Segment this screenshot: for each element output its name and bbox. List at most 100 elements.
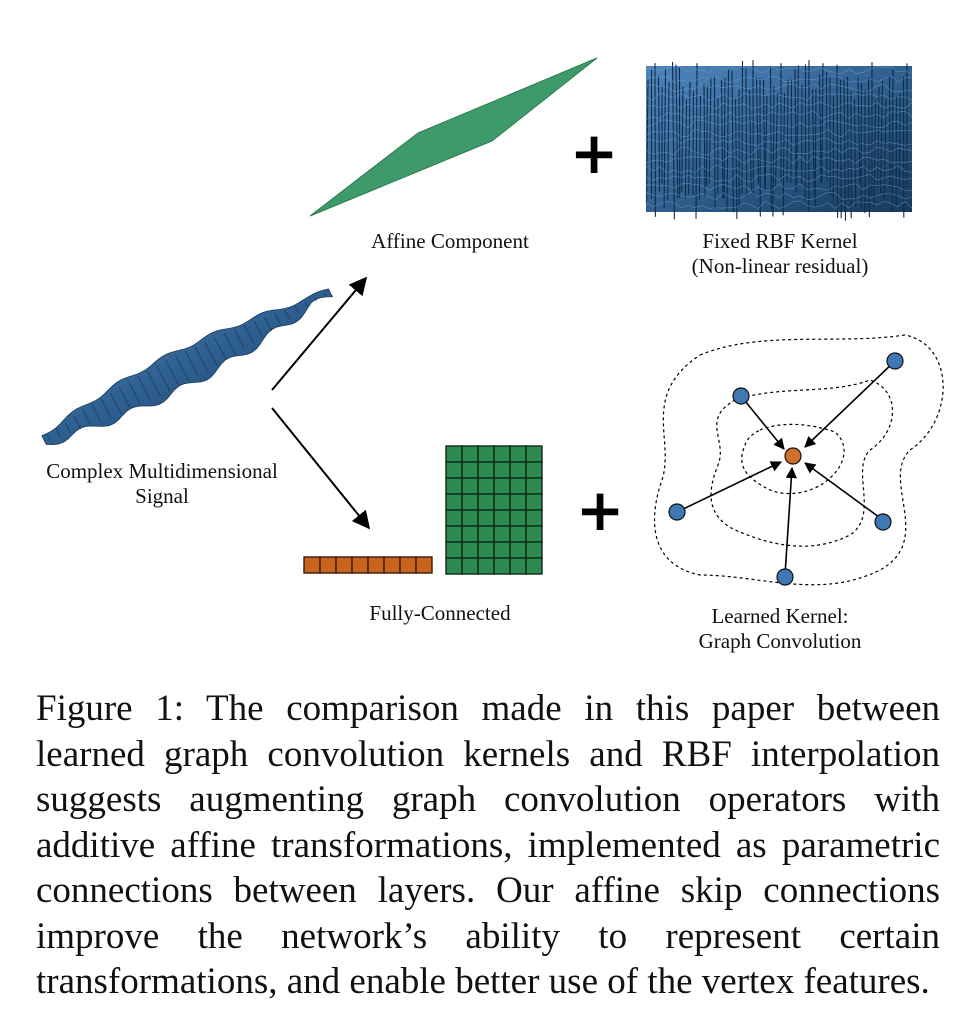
rbf-spike (713, 76, 716, 209)
rbf-spike (843, 78, 847, 221)
rbf-spike (695, 63, 698, 219)
signal-ridge (175, 355, 190, 382)
rbf-spike (667, 82, 670, 201)
label-signal: Complex Multidimensional Signal (20, 459, 304, 509)
label-rbf-line1: Fixed RBF Kernel (702, 229, 858, 253)
rbf-spike (726, 69, 730, 212)
rbf-spike (891, 69, 894, 212)
rbf-spike (795, 65, 800, 187)
label-affine: Affine Component (330, 229, 570, 254)
label-signal-line1: Complex Multidimensional (46, 459, 278, 483)
rbf-spike (720, 79, 724, 199)
rbf-ripple (645, 101, 913, 110)
affine-plane (309, 57, 598, 217)
rbf-ripple (645, 83, 913, 93)
matrix-cell (477, 493, 495, 511)
rbf-spike (769, 66, 772, 210)
signal-ridge (73, 416, 82, 430)
rbf-ripple (645, 173, 913, 183)
rbf-ripple (645, 75, 913, 84)
matrix-cell (525, 557, 543, 575)
rbf-spike (703, 84, 706, 197)
signal-ridge (314, 297, 317, 302)
signal-surface (41, 288, 334, 446)
matrix-cell (461, 541, 479, 559)
rbf-spike (818, 74, 822, 184)
rbf-spike (775, 93, 779, 188)
rbf-spike (836, 64, 839, 218)
rbf-ripple (645, 200, 913, 210)
rbf-spike (663, 69, 667, 209)
signal-ridge (91, 404, 102, 422)
rbf-spike (748, 89, 752, 192)
signal-ridge (284, 309, 290, 320)
bias-cell (415, 556, 433, 574)
signal-ridge (146, 370, 161, 396)
rbf-spike (873, 99, 877, 208)
matrix-cell (525, 541, 543, 559)
rbf-ripple (645, 138, 913, 146)
signal-ridge (165, 360, 180, 387)
rbf-spike (898, 93, 901, 188)
rbf-spike (853, 99, 857, 207)
rbf-ripple (645, 65, 913, 75)
matrix-cell (509, 477, 527, 495)
rbf-spike (857, 77, 861, 184)
rbf-spike (645, 79, 649, 204)
label-affine-line1: Affine Component (371, 229, 529, 253)
matrix-cell (461, 525, 479, 543)
edge-top-left (740, 395, 785, 450)
rbf-spike (708, 77, 712, 184)
matrix-cell (525, 477, 543, 495)
matrix-cell (445, 445, 463, 463)
graph-node-top-right (886, 352, 904, 370)
matrix-cell (525, 525, 543, 543)
graph-convolution (653, 334, 944, 586)
matrix-cell (509, 509, 527, 527)
rbf-spike (846, 76, 849, 201)
graph-node-top-left (732, 387, 750, 405)
rbf-ripple (645, 146, 913, 156)
label-learned-line1: Learned Kernel: (711, 604, 849, 628)
bias-cell (383, 556, 401, 574)
rbf-spike (880, 81, 884, 194)
rbf-spike (688, 81, 691, 194)
matrix-cell (445, 461, 463, 479)
signal-ridge (304, 301, 308, 307)
matrix-cell (493, 509, 511, 527)
rbf-spike (790, 79, 793, 183)
edge-left (676, 461, 783, 513)
matrix-cell (509, 493, 527, 511)
label-fully-connected: Fully-Connected (320, 601, 560, 626)
matrix-cell (461, 477, 479, 495)
matrix-cell (477, 445, 495, 463)
signal-ridge (137, 375, 151, 401)
matrix-cell (461, 493, 479, 511)
matrix-cell (477, 477, 495, 495)
signal-ridge (128, 381, 141, 405)
contour-inner (741, 423, 845, 495)
arrow-to-affine (271, 276, 368, 391)
matrix-cell (477, 541, 495, 559)
rbf-spike (814, 88, 817, 207)
edge-right (804, 462, 884, 521)
rbf-spike (684, 99, 688, 199)
arrow-to-fully-connected (271, 407, 371, 530)
matrix-cell (461, 461, 479, 479)
bias-vector (303, 556, 433, 574)
rbf-spike (723, 77, 726, 199)
rbf-spike (731, 70, 734, 213)
rbf-kernel-surface (645, 60, 913, 221)
rbf-spike (839, 79, 842, 219)
figure-graphic: + + (41, 57, 944, 586)
matrix-cell (445, 525, 463, 543)
label-signal-line2: Signal (135, 484, 189, 508)
rbf-spike (755, 77, 760, 184)
contour-middle (710, 379, 893, 547)
signal-ridge (109, 392, 122, 414)
figure-caption: Figure 1: The comparison made in this pa… (36, 688, 940, 1002)
matrix-cell (461, 445, 479, 463)
matrix-cell (477, 461, 495, 479)
signal-ridge (194, 346, 209, 372)
edge-top-right (804, 360, 896, 448)
